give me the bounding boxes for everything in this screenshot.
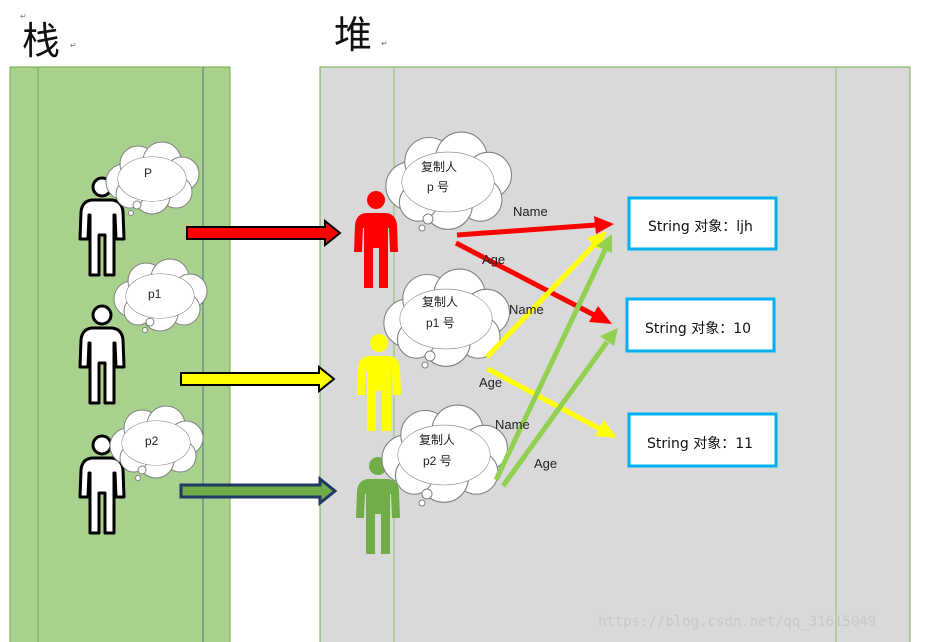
- heap-object-label-line2: p 号: [427, 180, 449, 194]
- string-object-label: String 对象：ljh: [648, 219, 753, 235]
- ref-arrow-p2: [179, 475, 338, 507]
- heap-object-label-line1: 复制人: [422, 295, 458, 309]
- heap-cloud-p2: 复制人 p2 号: [381, 404, 509, 507]
- stack-cloud-p1: p1: [113, 258, 208, 333]
- paragraph-mark-icon: ↵: [70, 41, 77, 50]
- ref-arrow-p1: [180, 364, 336, 394]
- field-arrow-p2-age: [500, 328, 618, 488]
- string-object-label: String 对象：11: [647, 436, 753, 452]
- ref-arrow-p: [186, 218, 342, 248]
- stack-cloud-p2: p2: [109, 405, 204, 481]
- heap-object-label-line2: p2 号: [423, 454, 452, 468]
- heap-object-label-line1: 复制人: [419, 433, 455, 447]
- field-label: Age: [482, 252, 505, 267]
- field-label: Name: [509, 302, 544, 317]
- string-object-label: String 对象：10: [645, 321, 751, 337]
- paragraph-mark-icon: ↵: [381, 39, 388, 48]
- field-label: Name: [495, 417, 530, 432]
- field-label: Name: [513, 204, 548, 219]
- field-arrow-p1-age: [486, 366, 617, 438]
- stack-var-label: P: [144, 166, 152, 180]
- stack-cloud-p: P: [105, 141, 200, 216]
- stack-var-label: p2: [145, 434, 159, 448]
- field-arrow-p2-name: [493, 234, 612, 482]
- field-label: Age: [534, 456, 557, 471]
- paragraph-mark-icon: ↵: [20, 12, 27, 21]
- string-object-box: String 对象：10: [625, 297, 776, 353]
- field-arrow-p-name: [456, 216, 614, 238]
- stack-var-label: p1: [148, 287, 162, 301]
- heap-object-label-line1: 复制人: [421, 160, 457, 174]
- heap-cloud-p: 复制人 p 号: [385, 131, 513, 232]
- string-object-box: String 对象：ljh: [627, 196, 778, 251]
- string-object-box: String 对象：11: [627, 412, 778, 468]
- field-label: Age: [479, 375, 502, 390]
- watermark: https://blog.csdn.net/qq_31615049: [598, 614, 876, 630]
- field-arrow-p-age: [454, 240, 612, 324]
- heap-object-label-line2: p1 号: [426, 316, 455, 330]
- heap-cloud-p1: 复制人 p1 号: [383, 268, 511, 369]
- heap-title: 堆: [334, 13, 372, 57]
- stack-title: 栈: [22, 19, 60, 63]
- field-arrow-p1-name: [485, 231, 607, 359]
